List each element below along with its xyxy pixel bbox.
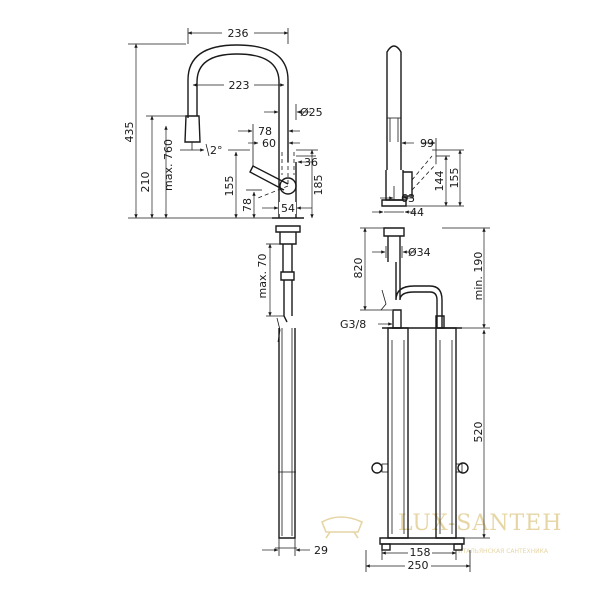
supply-hose — [395, 262, 443, 328]
watermark-tagline: ИТАЛЬЯНСКАЯ САНТЕХНИКА — [458, 548, 549, 555]
side-shank — [383, 227, 405, 237]
dim-99: 99 — [420, 137, 434, 150]
dim-185: 185 — [312, 175, 325, 196]
watermark-brand: LUX-SANTEH — [398, 511, 562, 536]
dim-54: 54 — [281, 202, 295, 215]
dim-min-190: min. 190 — [472, 252, 485, 301]
dim-60: 60 — [262, 137, 276, 150]
front-dimensions: 236 223 435 210 max. 760 2° Ø25 78 — [123, 27, 328, 557]
watermark: LUX-SANTEH ИТАЛЬЯНСКАЯ САНТЕХНИКА — [320, 511, 562, 555]
mounting-clip-right — [455, 462, 469, 474]
dim-210: 210 — [139, 172, 152, 193]
dim-78-top: 78 — [258, 125, 272, 138]
mounting-clip-left — [371, 462, 389, 474]
spout-column — [386, 45, 402, 170]
side-lever — [403, 171, 413, 197]
spout-arc-inner — [196, 53, 280, 162]
dim-520: 520 — [472, 422, 485, 443]
bathtub-logo-icon — [320, 516, 364, 539]
dim-36: 36 — [304, 156, 318, 169]
faucet-base — [272, 217, 304, 233]
base-plate — [379, 537, 465, 545]
front-view — [184, 44, 304, 549]
dim-max-760: max. 760 — [162, 139, 175, 191]
lever-handle — [249, 165, 289, 191]
hose-guide-column-right — [435, 327, 457, 539]
dim-dia-34: Ø34 — [408, 246, 431, 259]
side-dimensions: 99 144 155 63 44 Ø34 820 min. 190 — [340, 137, 490, 572]
mounting-shank — [282, 244, 293, 272]
dim-155-left: 155 — [223, 176, 236, 197]
hose-rail-front — [278, 328, 296, 539]
dim-dia-25: Ø25 — [300, 106, 323, 119]
dim-44: 44 — [410, 206, 424, 219]
lever-knob — [279, 177, 297, 195]
hose-guide-column-left — [387, 327, 409, 539]
spout-arc-outer — [187, 44, 289, 162]
dim-223: 223 — [229, 79, 250, 92]
dim-250: 250 — [408, 559, 429, 572]
dim-angle-2: 2° — [210, 144, 223, 157]
dim-63: 63 — [401, 192, 415, 205]
dim-158: 158 — [410, 546, 431, 559]
spray-head — [184, 115, 201, 143]
dim-236: 236 — [228, 27, 249, 40]
dim-29: 29 — [314, 544, 328, 557]
dim-820: 820 — [352, 258, 365, 279]
dim-144: 144 — [433, 171, 446, 192]
side-view — [371, 45, 469, 551]
dim-max-70: max. 70 — [256, 254, 269, 299]
dim-g38: G3/8 — [340, 318, 366, 331]
dim-155-right: 155 — [448, 168, 461, 189]
dim-435: 435 — [123, 122, 136, 143]
dim-78-side: 78 — [241, 198, 254, 212]
